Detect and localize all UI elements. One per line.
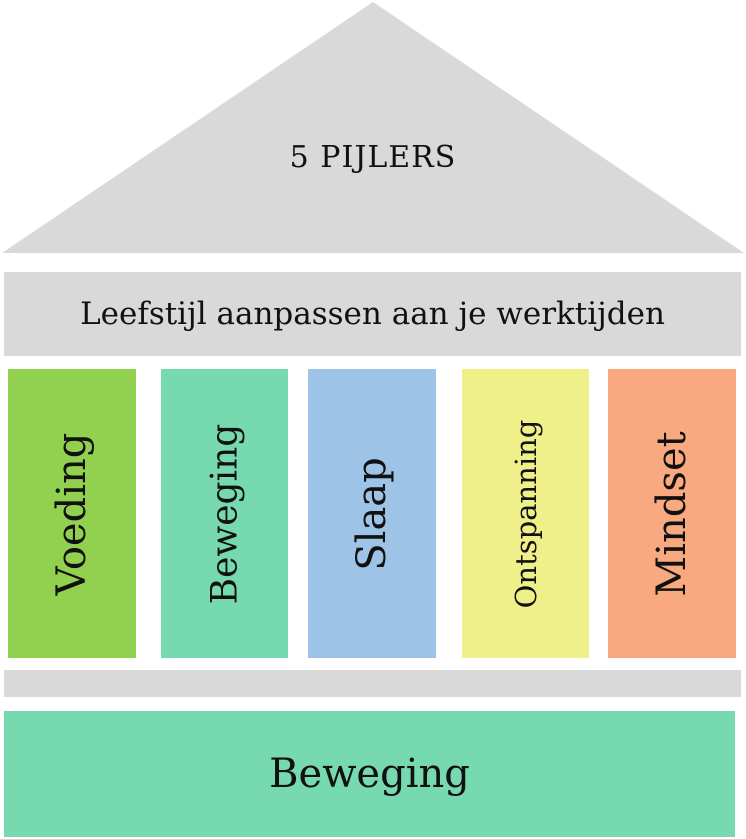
pillar-label: Ontspanning	[508, 419, 543, 608]
foundation-label: Beweging	[269, 751, 470, 797]
pillar-label: Voeding	[49, 432, 95, 595]
pillar-voeding: Voeding	[8, 369, 136, 658]
pillar-mindset: Mindset	[608, 369, 736, 658]
pillar-ontspanning: Ontspanning	[462, 369, 589, 658]
pillar-slaap: Slaap	[308, 369, 436, 658]
base-bar	[4, 670, 741, 697]
beam-label: Leefstijl aanpassen aan je werktijden	[80, 296, 665, 332]
pillar-label: Beweging	[204, 423, 245, 604]
pillar-label: Mindset	[649, 430, 695, 597]
pillar-beweging: Beweging	[161, 369, 288, 658]
foundation: Beweging	[4, 711, 735, 837]
roof-title: 5 PIJLERS	[289, 140, 457, 175]
pillar-label: Slaap	[349, 456, 395, 571]
top-beam: Leefstijl aanpassen aan je werktijden	[4, 272, 741, 356]
roof-triangle	[2, 2, 744, 253]
